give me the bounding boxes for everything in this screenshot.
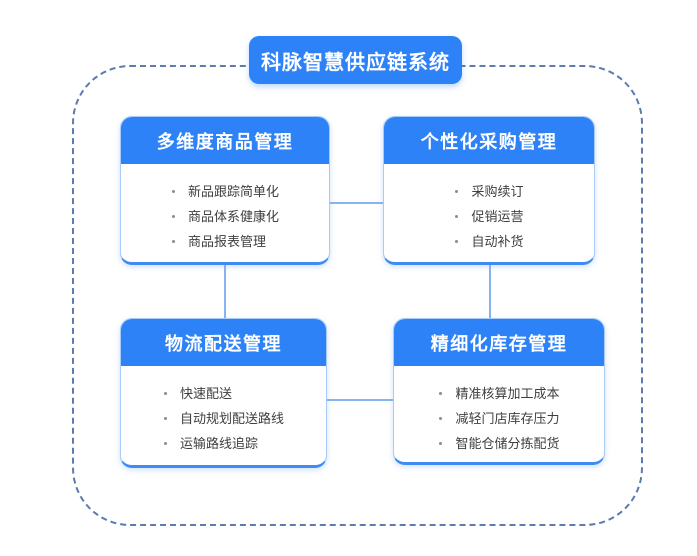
- card-title: 个性化采购管理: [420, 131, 558, 152]
- card-title: 精细化库存管理: [430, 333, 568, 354]
- feature-list: 新品跟踪简单化 商品体系健康化 商品报表管理: [171, 164, 279, 259]
- card-procurement-management-body: 采购续订 促销运营 自动补货: [384, 164, 594, 259]
- feature-item: 商品报表管理: [171, 234, 279, 249]
- card-inventory-management-body: 精准核算加工成本 减轻门店库存压力 智能仓储分拣配货: [394, 366, 604, 461]
- card-inventory-management: 精细化库存管理 精准核算加工成本 减轻门店库存压力 智能仓储分拣配货: [393, 318, 605, 465]
- feature-item: 新品跟踪简单化: [171, 184, 279, 199]
- feature-item: 精准核算加工成本: [438, 386, 560, 401]
- card-title: 物流配送管理: [165, 333, 282, 354]
- feature-item: 快速配送: [163, 386, 284, 401]
- feature-item: 运输路线追踪: [163, 436, 284, 451]
- card-title: 多维度商品管理: [156, 131, 294, 152]
- connector-logistics-to-inventory: [327, 399, 393, 401]
- feature-item: 自动补货: [454, 234, 524, 249]
- feature-item: 商品体系健康化: [171, 209, 279, 224]
- card-product-management: 多维度商品管理 新品跟踪简单化 商品体系健康化 商品报表管理: [120, 116, 330, 265]
- feature-item: 智能仓储分拣配货: [438, 436, 560, 451]
- feature-item: 促销运营: [454, 209, 524, 224]
- connector-procurement-to-inventory: [489, 264, 491, 319]
- card-product-management-body: 新品跟踪简单化 商品体系健康化 商品报表管理: [121, 164, 329, 259]
- card-logistics-management-header: 物流配送管理: [121, 319, 326, 366]
- feature-list: 采购续订 促销运营 自动补货: [454, 164, 524, 259]
- card-logistics-management: 物流配送管理 快速配送 自动规划配送路线 运输路线追踪: [120, 318, 327, 468]
- system-title-badge: 科脉智慧供应链系统: [249, 36, 462, 84]
- card-logistics-management-body: 快速配送 自动规划配送路线 运输路线追踪: [121, 366, 326, 461]
- feature-item: 自动规划配送路线: [163, 411, 284, 426]
- card-procurement-management: 个性化采购管理 采购续订 促销运营 自动补货: [383, 116, 595, 265]
- card-product-management-header: 多维度商品管理: [121, 117, 329, 164]
- connector-product-to-procurement: [330, 202, 383, 204]
- feature-item: 减轻门店库存压力: [438, 411, 560, 426]
- connector-product-to-logistics: [224, 264, 226, 319]
- card-inventory-management-header: 精细化库存管理: [394, 319, 604, 366]
- feature-list: 快速配送 自动规划配送路线 运输路线追踪: [163, 366, 284, 461]
- feature-item: 采购续订: [454, 184, 524, 199]
- system-title-text: 科脉智慧供应链系统: [261, 51, 450, 74]
- feature-list: 精准核算加工成本 减轻门店库存压力 智能仓储分拣配货: [438, 366, 560, 461]
- card-procurement-management-header: 个性化采购管理: [384, 117, 594, 164]
